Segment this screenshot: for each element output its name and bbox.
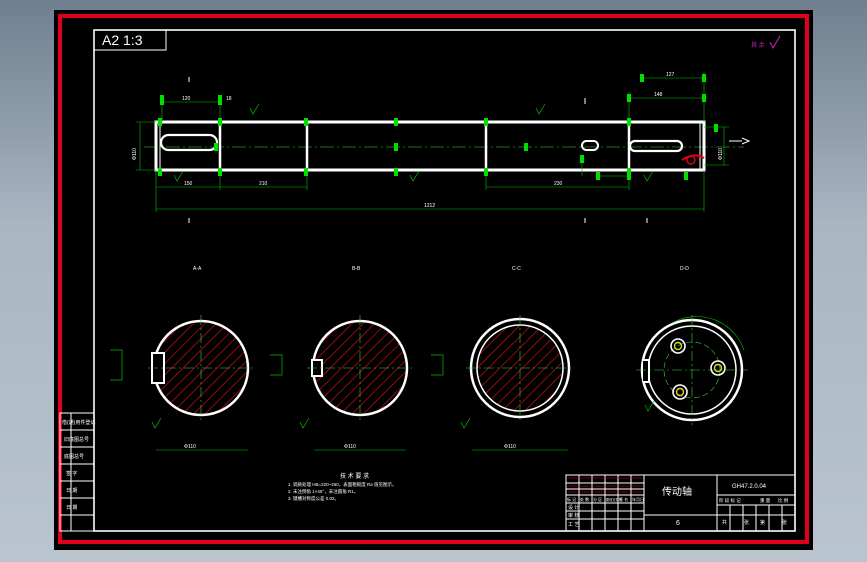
shaft-main-view	[144, 120, 744, 172]
drawing-sheet: A2 1:3 其 余	[58, 14, 809, 544]
notes-title: 技 术 要 求	[340, 472, 369, 480]
side-row-5: 日 期	[66, 505, 77, 511]
section-view-b: Φ110	[307, 315, 413, 451]
section-label-b: B-B	[352, 266, 361, 272]
dim-overall-length: 1212	[424, 203, 435, 209]
side-table	[59, 412, 95, 532]
col-label-0: 标 记	[567, 496, 576, 502]
right-label-4: 张	[744, 519, 749, 526]
col-label-2: 分 区	[593, 496, 602, 502]
part-name: 传动轴	[662, 485, 692, 498]
section-b-diameter: Φ110	[344, 444, 356, 450]
dim-dia-left: Φ110	[132, 148, 138, 160]
notes-line-1: 1. 调质处理 HB=220~250，表面粗糙度 Ra 值见图示。	[288, 481, 397, 488]
title-block-text: 传动轴 GH47.2.0.04 6 标 记 处 数 分 区 更改文件号 签 名 …	[567, 484, 789, 528]
cad-viewport[interactable]: A2 1:3 其 余	[54, 10, 813, 550]
side-row-0: 借(通)用件登记	[62, 419, 95, 426]
row-label-2: 工 艺	[568, 522, 579, 528]
section-label-a: A-A	[193, 266, 202, 272]
roughness-marks-sections	[110, 349, 655, 429]
dim-top-b: 18	[226, 96, 232, 102]
section-a-diameter: Φ110	[184, 444, 196, 450]
title-block	[565, 474, 796, 532]
dimension-markers	[158, 74, 718, 180]
section-label-d: D-D	[680, 266, 689, 272]
dimension-texts: 1212 150 210 230 120 18 127 148 Φ110 Φ11…	[132, 72, 724, 209]
row-label-1: 审 核	[568, 512, 579, 519]
section-c-diameter: Φ110	[504, 444, 516, 450]
section-cut-markers	[188, 77, 751, 223]
dim-top-d: 148	[654, 92, 663, 98]
col-label-4: 签 名	[619, 496, 628, 502]
dim-seg-b: 210	[259, 181, 268, 187]
dim-top-a: 120	[182, 96, 191, 102]
dim-top-c: 127	[666, 72, 675, 78]
roughness-marks-main	[173, 103, 654, 182]
dim-dia-right: Φ110	[718, 148, 724, 160]
dim-seg-a: 150	[184, 181, 193, 187]
right-label-1: 重 量	[760, 497, 771, 504]
section-view-c: Φ110	[466, 315, 574, 451]
section-labels: A-A B-B C-C D-D	[193, 266, 689, 272]
right-label-2: 比 例	[778, 497, 789, 504]
dimension-lines	[136, 72, 729, 212]
section-label-c: C-C	[512, 266, 521, 272]
side-row-3: 签 字	[66, 470, 77, 477]
side-row-1: 旧底图总号	[64, 436, 89, 443]
right-label-0: 阶 段 标 记	[719, 497, 741, 504]
notes-line-2: 2. 未注倒角 1×45°，未注圆角 R1。	[288, 488, 358, 495]
sheet-border-inner	[93, 29, 796, 532]
col-label-5: 年月日	[632, 496, 644, 502]
side-row-4: 日 期	[66, 488, 77, 494]
section-view-a: Φ110	[148, 315, 254, 451]
dim-seg-c: 230	[554, 181, 563, 187]
right-label-5: 第	[760, 519, 765, 526]
notes-line-3: 3. 键槽对称度公差 0.02。	[288, 495, 339, 502]
col-label-3: 更改文件号	[606, 497, 622, 502]
quantity: 6	[676, 520, 680, 527]
scale-box	[93, 29, 167, 51]
title-block-grid-red	[568, 477, 642, 493]
svg-text:其 余: 其 余	[751, 41, 765, 49]
right-label-3: 共	[722, 519, 727, 526]
row-label-0: 设 计	[568, 504, 579, 511]
side-table-text: 借(通)用件登记 旧底图总号 底图总号 签 字 日 期 日 期	[62, 419, 95, 511]
col-label-1: 处 数	[580, 496, 589, 502]
side-row-2: 底图总号	[64, 453, 84, 460]
sheet-border-outer	[58, 14, 809, 544]
right-label-6: 张	[782, 519, 787, 526]
technical-notes: 技 术 要 求 1. 调质处理 HB=220~250，表面粗糙度 Ra 值见图示…	[288, 472, 397, 502]
roughness-symbol-other: 其 余	[751, 35, 781, 50]
section-view-d	[636, 315, 748, 425]
scale-text: A2 1:3	[102, 32, 143, 48]
drawing-number: GH47.2.0.04	[732, 484, 767, 490]
